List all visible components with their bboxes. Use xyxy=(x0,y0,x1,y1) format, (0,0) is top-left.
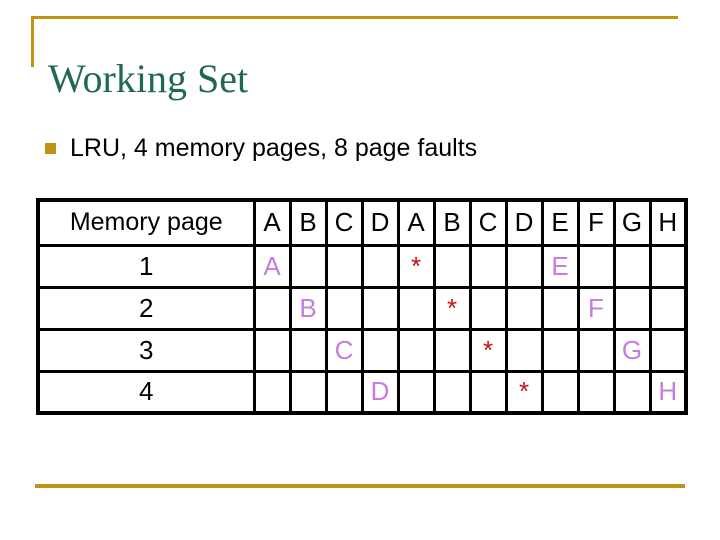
empty-cell xyxy=(612,243,652,289)
page-fault-letter-cell: B xyxy=(288,285,328,331)
table-row: 3 C * G xyxy=(36,327,688,373)
reference-string-cell: G xyxy=(612,198,652,247)
empty-cell xyxy=(504,285,544,331)
bullet-text: LRU, 4 memory pages, 8 page faults xyxy=(70,134,478,162)
page-hit-star-cell: * xyxy=(504,369,544,415)
empty-cell xyxy=(612,285,652,331)
page-hit-star-cell: * xyxy=(396,243,436,289)
empty-cell xyxy=(540,327,580,373)
empty-cell xyxy=(252,327,292,373)
empty-cell xyxy=(468,369,508,415)
empty-cell xyxy=(324,285,364,331)
reference-string-cell: E xyxy=(540,198,580,247)
page-fault-letter-cell: E xyxy=(540,243,580,289)
bullet-line: LRU, 4 memory pages, 8 page faults xyxy=(45,134,477,163)
reference-string-cell: A xyxy=(396,198,436,247)
page-fault-letter-cell: D xyxy=(360,369,400,415)
reference-string-cell: A xyxy=(252,198,292,247)
empty-cell xyxy=(432,327,472,373)
reference-string-cell: B xyxy=(288,198,328,247)
reference-string-cell: H xyxy=(648,198,688,247)
empty-cell xyxy=(540,369,580,415)
empty-cell xyxy=(540,285,580,331)
page-fault-letter-cell: C xyxy=(324,327,364,373)
reference-string-cell: D xyxy=(504,198,544,247)
table-row: 4 D * H xyxy=(36,369,688,415)
page-fault-letter-cell: H xyxy=(648,369,688,415)
page-hit-star-cell: * xyxy=(468,327,508,373)
slide-title: Working Set xyxy=(48,55,249,101)
reference-string-cell: C xyxy=(324,198,364,247)
empty-cell xyxy=(576,369,616,415)
top-accent-rule xyxy=(31,16,678,19)
empty-cell xyxy=(576,327,616,373)
memory-page-number: 2 xyxy=(36,285,256,331)
title-vertical-accent-rule xyxy=(31,16,34,67)
memory-page-header-cell: Memory page xyxy=(36,198,256,247)
empty-cell xyxy=(504,327,544,373)
reference-string-cell: B xyxy=(432,198,472,247)
empty-cell xyxy=(432,369,472,415)
empty-cell xyxy=(396,369,436,415)
page-fault-letter-cell: A xyxy=(252,243,292,289)
bottom-accent-rule xyxy=(35,484,685,488)
page-fault-letter-cell: F xyxy=(576,285,616,331)
empty-cell xyxy=(576,243,616,289)
bullet-square-icon xyxy=(45,143,56,154)
empty-cell xyxy=(432,243,472,289)
page-hit-star-cell: * xyxy=(432,285,472,331)
empty-cell xyxy=(468,285,508,331)
empty-cell xyxy=(288,369,328,415)
empty-cell xyxy=(324,243,364,289)
empty-cell xyxy=(648,285,688,331)
reference-string-cell: D xyxy=(360,198,400,247)
empty-cell xyxy=(612,369,652,415)
empty-cell xyxy=(288,243,328,289)
empty-cell xyxy=(324,369,364,415)
reference-string-cell: F xyxy=(576,198,616,247)
empty-cell xyxy=(504,243,544,289)
empty-cell xyxy=(468,243,508,289)
empty-cell xyxy=(360,243,400,289)
empty-cell xyxy=(648,243,688,289)
empty-cell xyxy=(252,369,292,415)
memory-page-number: 1 xyxy=(36,243,256,289)
reference-string-cell: C xyxy=(468,198,508,247)
empty-cell xyxy=(360,327,400,373)
empty-cell xyxy=(288,327,328,373)
page-fault-letter-cell: G xyxy=(612,327,652,373)
memory-page-number: 4 xyxy=(36,369,256,415)
empty-cell xyxy=(396,327,436,373)
empty-cell xyxy=(252,285,292,331)
memory-page-number: 3 xyxy=(36,327,256,373)
empty-cell xyxy=(648,327,688,373)
empty-cell xyxy=(396,285,436,331)
empty-cell xyxy=(360,285,400,331)
